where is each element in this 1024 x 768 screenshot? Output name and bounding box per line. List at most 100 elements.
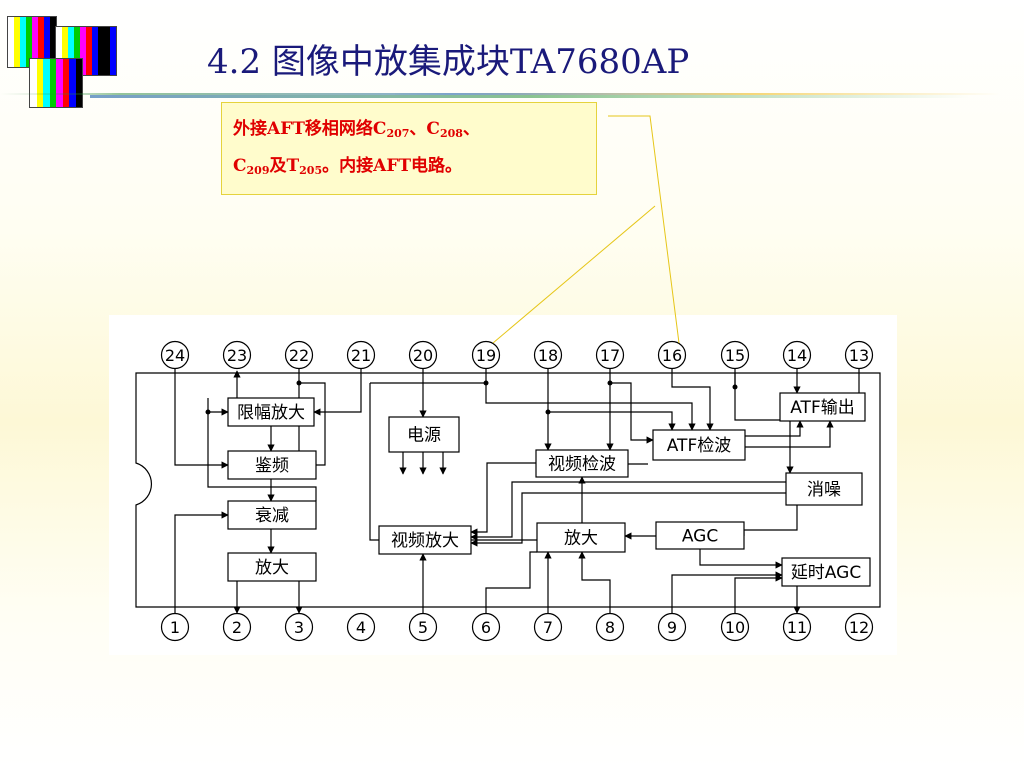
block-noise-canceller: 消噪 <box>785 472 863 506</box>
block-box <box>536 522 626 553</box>
logo-bars-1 <box>8 17 56 67</box>
pin-circle <box>160 340 190 370</box>
pin-label: 19 <box>476 346 496 365</box>
pin-9: 9 <box>657 612 687 642</box>
block-label: AGC <box>682 527 718 547</box>
logo-bars-3 <box>30 59 82 107</box>
pin-circle <box>408 340 438 370</box>
pin-circle <box>346 612 376 642</box>
signal-wire <box>699 549 783 569</box>
pin-circle <box>844 612 874 642</box>
block-box <box>652 429 746 461</box>
block-label: ATF检波 <box>667 436 731 456</box>
annotation-line-2: C209及T205。内接AFT电路。 <box>233 156 463 177</box>
pin-19: 19 <box>471 340 501 370</box>
block-box <box>388 416 460 453</box>
pin-label: 17 <box>600 346 620 365</box>
block-label: 延时AGC <box>791 563 861 583</box>
pin-circle <box>222 612 252 642</box>
pin-label: 18 <box>538 346 558 365</box>
wire-junction <box>732 384 738 390</box>
pin-circle <box>408 612 438 642</box>
pin-7: 7 <box>533 612 563 642</box>
block-power: 电源 <box>388 416 460 453</box>
block-limiter-amp: 限幅放大 <box>227 397 315 427</box>
title-divider-accent <box>90 95 970 98</box>
block-atf-detector: ATF检波 <box>652 429 746 461</box>
block-label: 放大 <box>564 529 598 549</box>
pin-17: 17 <box>595 340 625 370</box>
pin-13: 13 <box>844 340 874 370</box>
block-if-amp: 放大 <box>536 522 626 553</box>
block-box <box>227 500 317 530</box>
block-audio-amp: 放大 <box>227 552 317 582</box>
block-discriminator: 鉴频 <box>227 450 317 480</box>
signal-wire <box>485 369 696 431</box>
pin-15: 15 <box>720 340 750 370</box>
pin-circle <box>471 612 501 642</box>
pin-label: 15 <box>725 346 745 365</box>
pin-20: 20 <box>408 340 438 370</box>
title-divider <box>0 93 1000 95</box>
pin-label: 7 <box>543 618 553 637</box>
pin-label: 1 <box>170 618 180 637</box>
pin-6: 6 <box>471 612 501 642</box>
pin-label: 2 <box>232 618 242 637</box>
block-label: 电源 <box>407 426 441 446</box>
pin-label: 9 <box>667 618 677 637</box>
pin-circle <box>720 612 750 642</box>
pin-circle <box>533 612 563 642</box>
pin-18: 18 <box>533 340 563 370</box>
wire-junction <box>483 380 489 386</box>
pin-label: 20 <box>413 346 433 365</box>
block-delay-agc: 延时AGC <box>781 557 871 587</box>
block-box <box>378 525 472 555</box>
pin-21: 21 <box>346 340 376 370</box>
slide-title: 4.2 图像中放集成块TA7680AP <box>207 42 690 82</box>
signal-wire <box>313 369 362 416</box>
pin-label: 16 <box>662 346 682 365</box>
pin-label: 24 <box>165 346 185 365</box>
pin-circle <box>782 340 812 370</box>
signal-wire <box>745 420 834 448</box>
wire-junction <box>205 409 211 415</box>
block-box <box>785 472 863 506</box>
block-label: 鉴频 <box>255 456 289 476</box>
pin-23: 23 <box>222 340 252 370</box>
pin-24: 24 <box>160 340 190 370</box>
pin-22: 22 <box>284 340 314 370</box>
signal-wire <box>734 574 783 613</box>
block-box <box>655 521 745 550</box>
pin-label: 11 <box>787 618 807 637</box>
block-box <box>227 450 317 480</box>
pin-circle <box>471 340 501 370</box>
annotation-callout: 外接AFT移相网络C207、C208、 C209及T205。内接AFT电路。 <box>221 102 597 195</box>
signal-wire <box>174 369 229 469</box>
wire-junction <box>545 409 551 415</box>
pin-12: 12 <box>844 612 874 642</box>
block-label: 视频放大 <box>391 531 459 551</box>
block-box <box>779 392 866 422</box>
pin-label: 14 <box>787 346 807 365</box>
signal-wire <box>299 382 326 466</box>
pin-label: 23 <box>227 346 247 365</box>
signal-wire <box>207 398 317 501</box>
signal-wire <box>743 505 798 536</box>
pin-4: 4 <box>346 612 376 642</box>
pin-2: 2 <box>222 612 252 642</box>
signal-wire <box>745 420 804 437</box>
callout-leader-line <box>608 115 680 344</box>
pin-14: 14 <box>782 340 812 370</box>
block-box <box>227 552 317 582</box>
block-label: 放大 <box>255 558 289 578</box>
pin-circle <box>844 340 874 370</box>
signal-wire <box>470 462 536 536</box>
pin-circle <box>284 612 314 642</box>
ic-chip-outline <box>135 372 881 608</box>
pin-circle <box>284 340 314 370</box>
pin-label: 6 <box>481 618 491 637</box>
pin-label: 13 <box>849 346 869 365</box>
pin-label: 10 <box>725 618 745 637</box>
signal-wire <box>610 382 654 444</box>
